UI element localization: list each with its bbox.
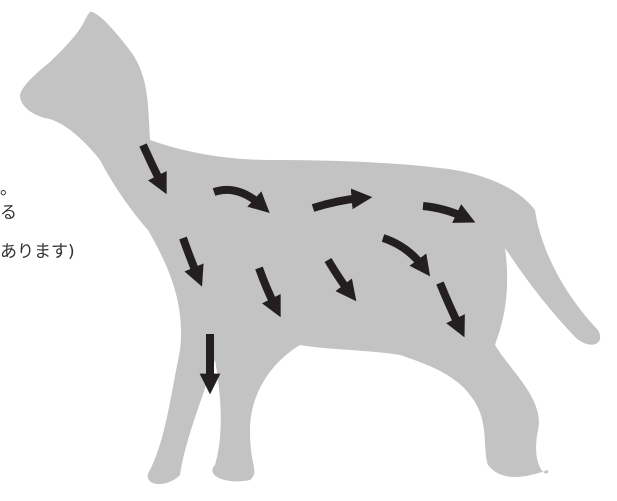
text-fragment: 。 [0, 181, 17, 198]
dog-silhouette [20, 12, 600, 484]
text-fragment: る [0, 205, 17, 222]
text-fragment: あります) [0, 244, 75, 261]
